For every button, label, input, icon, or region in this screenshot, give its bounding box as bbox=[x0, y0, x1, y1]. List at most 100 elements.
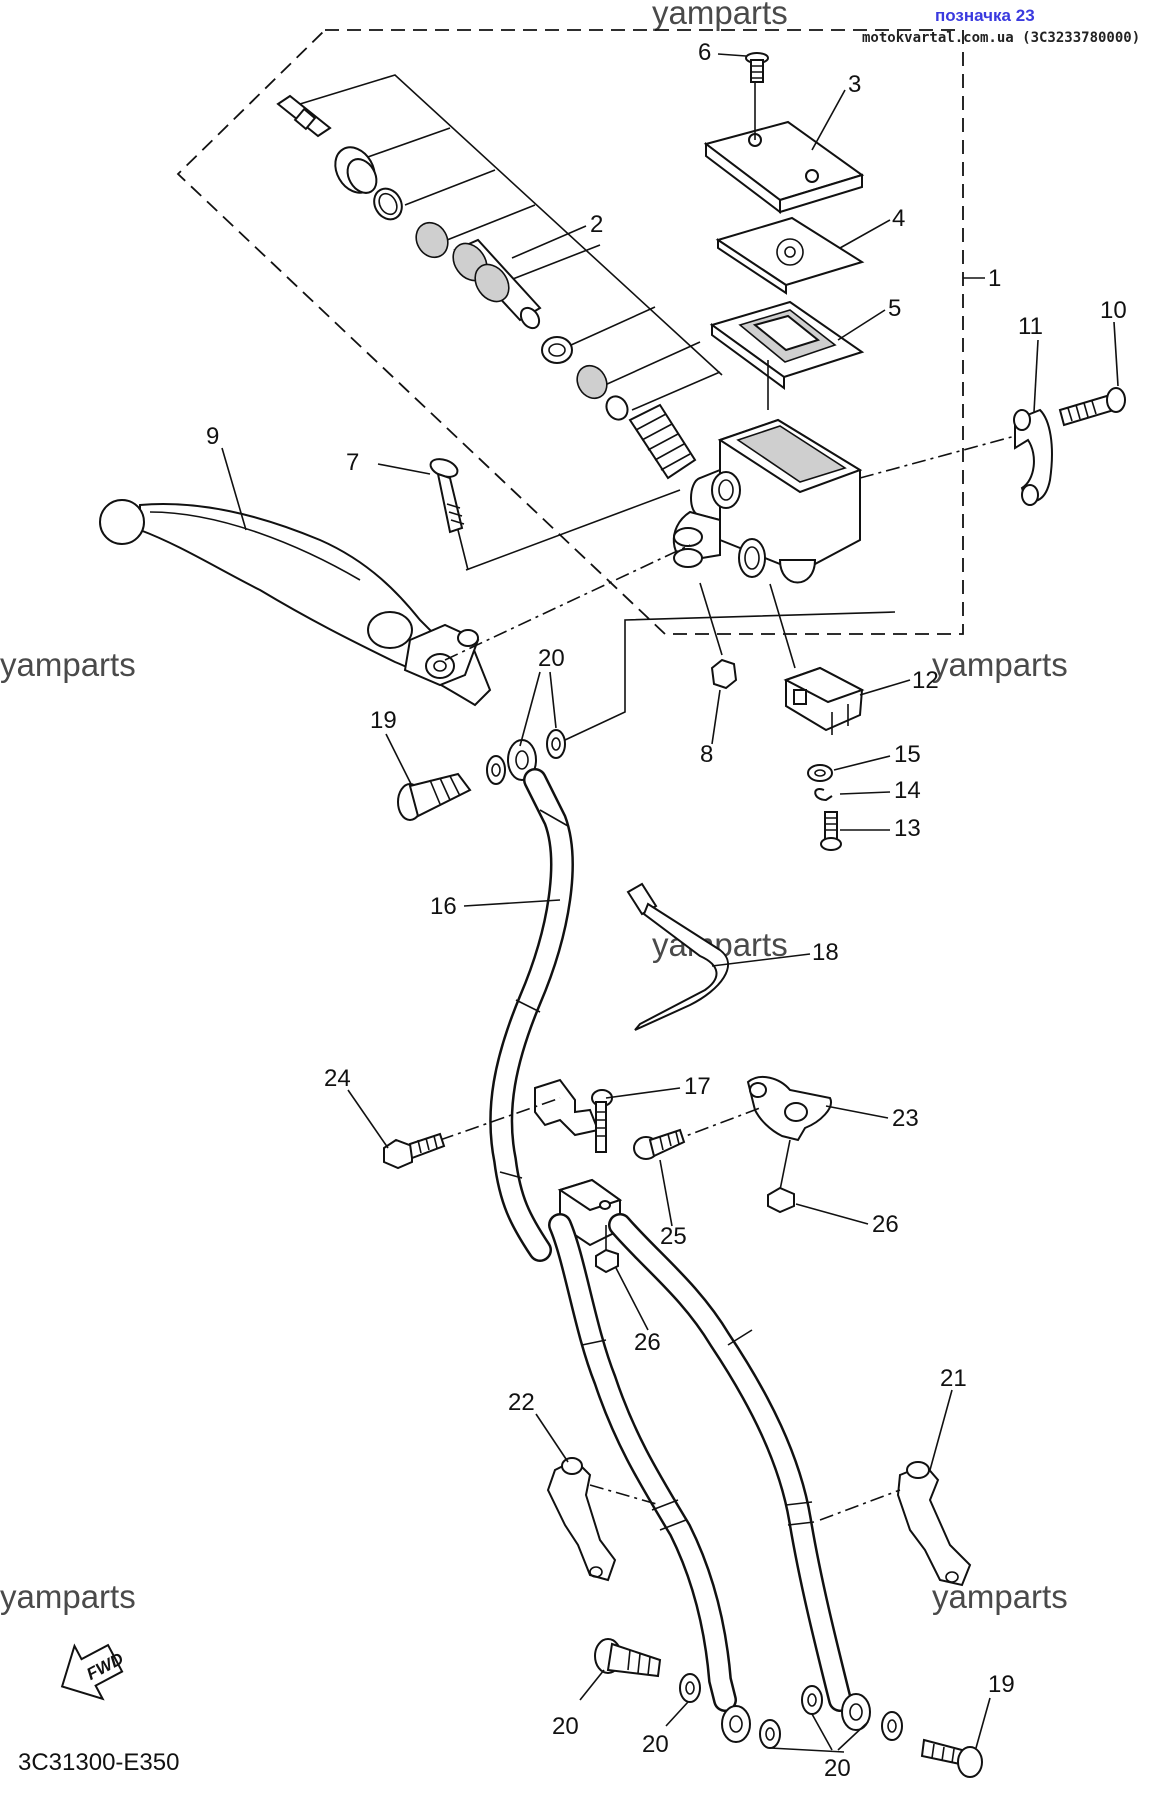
callout-1: 1 bbox=[988, 265, 1001, 292]
watermark-top: yamparts bbox=[652, 0, 788, 31]
callout-16: 16 bbox=[430, 893, 457, 920]
pivot-bolt-axis bbox=[457, 529, 469, 571]
diaphragm-plate bbox=[715, 216, 865, 295]
return-spring bbox=[628, 403, 697, 480]
circlip bbox=[373, 187, 403, 221]
banjo-bolt-lower-left bbox=[594, 1638, 662, 1678]
assembly-boundary bbox=[176, 29, 964, 635]
lock-washer bbox=[814, 788, 833, 802]
brake-hose-left bbox=[548, 1213, 737, 1712]
switch-screw bbox=[820, 811, 842, 851]
pivot-bolt-leader bbox=[465, 489, 681, 571]
callout-2: 2 bbox=[590, 211, 603, 238]
callout-21: 21 bbox=[940, 1365, 967, 1392]
callout-3: 3 bbox=[848, 71, 861, 98]
lever-axis-line bbox=[444, 544, 691, 661]
callout-18: 18 bbox=[812, 939, 839, 966]
tag-title: позначка 23 bbox=[935, 6, 1035, 25]
nut-axis-line bbox=[699, 582, 723, 656]
callout-12: 12 bbox=[912, 667, 939, 694]
callout-22: 22 bbox=[508, 1389, 535, 1416]
callout-17: 17 bbox=[684, 1073, 711, 1100]
diaphragm bbox=[709, 300, 865, 390]
banjo-washer-right-1 bbox=[801, 1685, 823, 1715]
watermark-right-1: yamparts bbox=[932, 646, 1068, 683]
banjo-washer-left-2 bbox=[759, 1719, 781, 1749]
brake-hose-upper bbox=[489, 739, 574, 1262]
bracket-22-axis bbox=[589, 1484, 661, 1506]
tag-source: motokvartal.com.ua (3C3233780000) bbox=[862, 30, 1140, 46]
dust-boot bbox=[334, 146, 378, 194]
callout-26-left: 26 bbox=[634, 1329, 661, 1356]
callout-23: 23 bbox=[892, 1105, 919, 1132]
bracket-23 bbox=[746, 1075, 832, 1142]
callout-24: 24 bbox=[324, 1065, 351, 1092]
callout-15: 15 bbox=[894, 741, 921, 768]
fwd-arrow-icon: FWD bbox=[60, 1643, 127, 1701]
callout-13: 13 bbox=[894, 815, 921, 842]
clamp-bolt bbox=[1058, 387, 1126, 427]
switch-axis-line bbox=[769, 583, 796, 669]
bracket-21-axis bbox=[819, 1489, 901, 1521]
bracket-22 bbox=[546, 1457, 617, 1582]
callout-19-lower-right: 19 bbox=[988, 1671, 1015, 1698]
washer-seal bbox=[541, 336, 573, 364]
pivot-nut bbox=[710, 658, 738, 690]
bolt-25-axis bbox=[669, 1107, 761, 1143]
switch-washer bbox=[807, 764, 833, 782]
flange-nut-lower bbox=[595, 1248, 619, 1274]
bolt-24-axis bbox=[439, 1097, 561, 1141]
spring-seat bbox=[605, 395, 629, 421]
callout-8: 8 bbox=[700, 741, 713, 768]
cap-screw bbox=[745, 52, 769, 83]
banjo-bolt-upper bbox=[397, 772, 472, 821]
mount-axis-line bbox=[859, 431, 1031, 479]
brake-hose-right bbox=[608, 1213, 852, 1712]
callout-20-upper: 20 bbox=[538, 645, 565, 672]
bracket-bolt-17 bbox=[595, 1101, 607, 1153]
nut-26-axis bbox=[779, 1139, 791, 1191]
cup-seal bbox=[415, 221, 449, 259]
secondary-cup bbox=[576, 364, 608, 400]
callout-26-right: 26 bbox=[872, 1211, 899, 1238]
bracket-17 bbox=[534, 1078, 613, 1137]
brake-lever bbox=[99, 499, 492, 707]
callout-labels: 1 2 3 4 5 6 7 8 9 10 11 12 13 14 15 16 1… bbox=[206, 39, 1127, 1782]
three-way-joint bbox=[557, 1178, 623, 1247]
diagram-code: 3C31300-E350 bbox=[18, 1749, 179, 1776]
piston-rod bbox=[276, 94, 332, 138]
callout-6: 6 bbox=[698, 39, 711, 66]
callout-20-lower-left: 20 bbox=[642, 1731, 669, 1758]
callout-11: 11 bbox=[1018, 313, 1043, 340]
callout-4: 4 bbox=[892, 205, 905, 232]
brake-switch bbox=[783, 666, 865, 735]
flange-nut-upper bbox=[767, 1186, 795, 1214]
banjo-route-line bbox=[564, 611, 896, 741]
banjo-washer-right-2 bbox=[881, 1711, 903, 1741]
banjo-right bbox=[841, 1693, 871, 1731]
callout-19-upper: 19 bbox=[370, 707, 397, 734]
banjo-left bbox=[721, 1705, 751, 1743]
crush-washers-upper bbox=[486, 729, 566, 785]
callout-19-lower-left: 20 bbox=[552, 1713, 579, 1740]
handlebar-clamp bbox=[1013, 408, 1053, 506]
watermark-left-2: yamparts bbox=[0, 1578, 136, 1615]
callout-10: 10 bbox=[1100, 297, 1127, 324]
piston bbox=[452, 238, 542, 330]
pivot-bolt bbox=[429, 458, 465, 534]
bolt-24 bbox=[383, 1132, 446, 1170]
callout-9: 9 bbox=[206, 423, 219, 450]
bolt-25 bbox=[633, 1128, 686, 1160]
banjo-bolt-lower-right bbox=[920, 1738, 983, 1778]
callout-20-lower-right: 20 bbox=[824, 1755, 851, 1782]
callout-25: 25 bbox=[660, 1223, 687, 1250]
callout-leaders bbox=[221, 53, 1119, 1753]
callout-14: 14 bbox=[894, 777, 921, 804]
callout-7: 7 bbox=[346, 449, 359, 476]
bracket-21 bbox=[896, 1461, 972, 1587]
banjo-washer-left-1 bbox=[679, 1673, 701, 1703]
master-cylinder-body bbox=[672, 418, 863, 584]
watermark-left-1: yamparts bbox=[0, 646, 136, 683]
callout-5: 5 bbox=[888, 295, 901, 322]
